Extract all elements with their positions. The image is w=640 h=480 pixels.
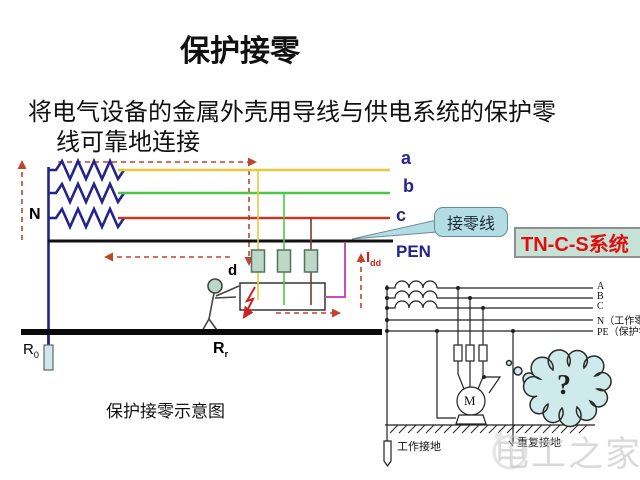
slide-title: 保护接零 xyxy=(180,35,300,68)
junction-dots xyxy=(385,286,515,379)
inset-line-c-label: C xyxy=(597,301,604,312)
fault-point-label: d xyxy=(228,262,238,279)
tn-c-s-system-badge: TN-C-S系统 xyxy=(514,227,640,258)
pe-connection-wire xyxy=(325,242,346,298)
inset-diagram xyxy=(383,280,595,468)
phase-c-label: c xyxy=(396,205,407,225)
rr-base: R xyxy=(213,340,225,357)
neutral-source-label: N xyxy=(29,206,41,223)
r0-base: R xyxy=(23,341,34,358)
pen-label: PEN xyxy=(396,242,431,261)
inset-line-pe-label: PE（保护零） xyxy=(597,327,640,338)
diagram-caption: 保护接零示意图 xyxy=(106,402,225,421)
working-ground-label: 工作接地 xyxy=(397,441,441,453)
fault-current-sub: dd xyxy=(370,258,382,268)
equipment-box xyxy=(239,282,326,311)
ground-hatching xyxy=(385,424,595,434)
source-ground-resistance-label: R0 xyxy=(23,341,39,360)
ground-electrode-icon xyxy=(383,440,392,468)
watermark-logo xyxy=(492,432,528,470)
neutral-wire-callout: 接零线 xyxy=(434,207,508,237)
fault-current-path-dashes xyxy=(17,157,366,318)
question-mark: ? xyxy=(557,370,571,401)
phase-lines xyxy=(118,168,390,220)
body-text-line2: 线可靠地连接 xyxy=(56,130,200,156)
callout-pointer-wedge xyxy=(351,219,438,240)
watermark-text: 电工之家 xyxy=(494,435,640,474)
body-text-line1: 将电气设备的金属外壳用导线与供电系统的保护零 xyxy=(28,100,556,126)
rr-sub: r xyxy=(224,349,229,360)
person-figure xyxy=(200,278,240,334)
motor-label: M xyxy=(464,393,476,408)
three-phase-source-coils xyxy=(47,157,126,345)
repeated-ground-label: 重复接地 xyxy=(517,437,561,449)
inset-line-n-label: N（工作零） xyxy=(597,316,640,327)
fault-current-base: I xyxy=(366,249,371,266)
lightning-bolt-icon xyxy=(242,286,256,319)
source-ground-resistor xyxy=(43,335,54,371)
inset-line-b-label: B xyxy=(597,291,604,302)
fuses xyxy=(250,249,319,273)
person-ground-resistance-label: Rr xyxy=(213,340,228,359)
r0-sub: 0 xyxy=(33,350,39,360)
fault-current-label: Idd xyxy=(366,249,381,268)
inset-line-a-label: A xyxy=(597,281,605,292)
phase-b-label: b xyxy=(403,176,414,196)
phase-a-label: a xyxy=(401,148,412,168)
thought-bubble xyxy=(505,349,612,428)
